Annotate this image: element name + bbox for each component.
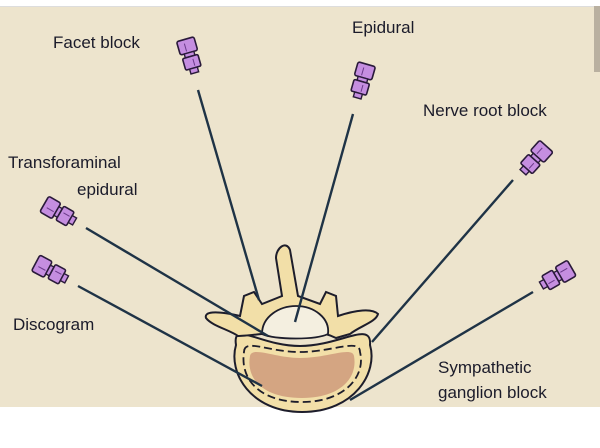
scrollbar-thumb[interactable] — [594, 6, 600, 72]
needle-transforaminal-epidural — [38, 195, 269, 338]
label-discogram: Discogram — [13, 315, 95, 334]
vertebra — [204, 244, 380, 414]
disc-nucleus — [249, 352, 355, 398]
needle-discogram — [30, 254, 263, 388]
label-sympathetic-line1: Sympathetic — [438, 358, 532, 377]
disc-annulus — [242, 344, 362, 403]
needle-epidural — [293, 60, 377, 323]
label-epidural: Epidural — [352, 18, 415, 37]
needle-nerve-root-block — [371, 139, 554, 343]
label-nerve-root-block: Nerve root block — [423, 101, 547, 120]
label-facet-block: Facet block — [53, 33, 140, 52]
needle-sympathetic-ganglion-block — [349, 259, 578, 402]
label-transforaminal-line2: epidural — [77, 180, 138, 199]
spinal-canal — [261, 305, 329, 340]
needle-facet-block — [175, 35, 261, 301]
label-transforaminal-line1: Transforaminal — [8, 153, 121, 172]
label-sympathetic-line2: ganglion block — [438, 383, 547, 402]
diagram-canvas — [0, 6, 600, 407]
